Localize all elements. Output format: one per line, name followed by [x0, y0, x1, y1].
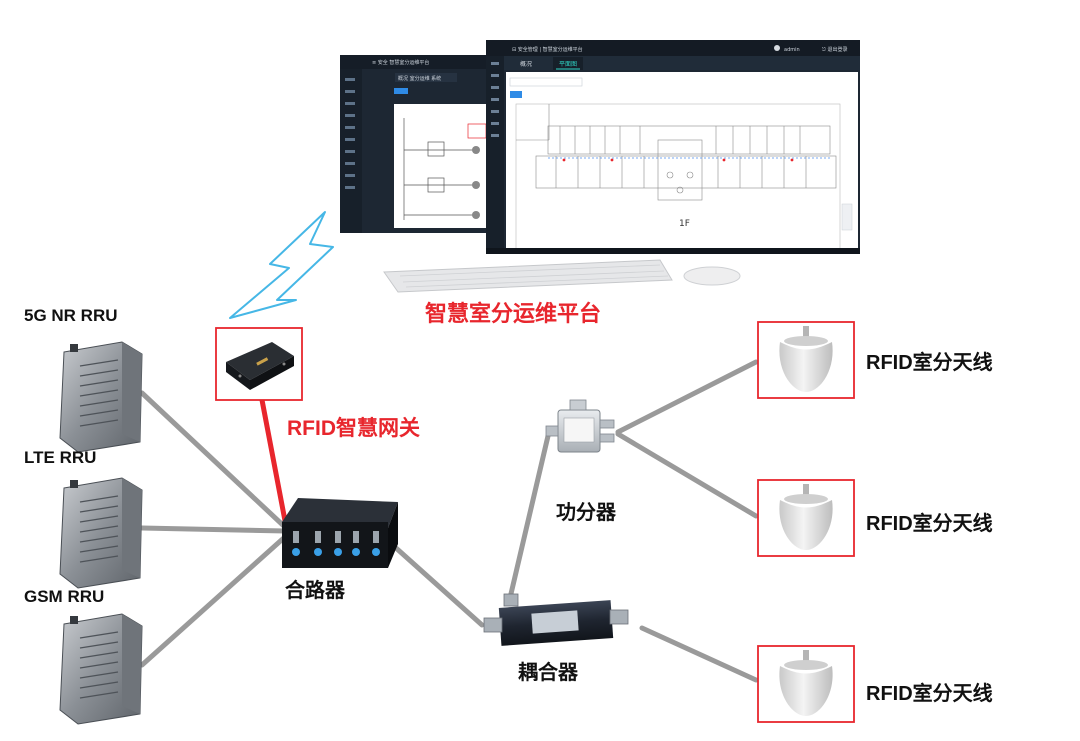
rru-gsm-label: GSM RRU — [24, 587, 105, 606]
antenna-label-2: RFID室分天线 — [866, 513, 993, 535]
antenna-label-3: RFID室分天线 — [866, 683, 993, 705]
antenna-device-2 — [757, 479, 855, 557]
link-lte-to-combiner — [139, 525, 289, 534]
link-combiner-to-coupler — [393, 545, 485, 628]
combiner-device — [282, 498, 398, 568]
tab-overview[interactable]: 概况 — [520, 60, 532, 68]
rru-gsm-device — [59, 613, 143, 725]
splitter-device — [545, 399, 615, 453]
wireless-lightning-icon — [229, 211, 334, 319]
antenna-device-3 — [757, 645, 855, 723]
platform-label: 智慧室分运维平台 — [425, 301, 602, 326]
floor-plan — [515, 103, 841, 251]
query-button[interactable] — [510, 91, 522, 98]
link-splitter-to-antenna-2 — [615, 431, 759, 519]
antenna-device-1 — [757, 321, 855, 399]
svg-text:概况 室分运维 系统: 概况 室分运维 系统 — [398, 75, 441, 82]
svg-text:⊟ 安全管理 | 智慧室分运维平台: ⊟ 安全管理 | 智慧室分运维平台 — [512, 46, 583, 53]
rru-lte-device — [59, 477, 143, 589]
antenna-label-1: RFID室分天线 — [866, 352, 993, 374]
platform-screens: ≡ 安全 智慧室分运维平台 概况 室分运维 系统 ⊟ 安全管理 — [340, 40, 860, 293]
coupler-label: 耦合器 — [518, 662, 578, 684]
floor-label: 1F — [679, 219, 690, 229]
svg-text:≡ 安全 智慧室分运维平台: ≡ 安全 智慧室分运维平台 — [372, 59, 429, 66]
tab-floorplan[interactable]: 平面图 — [559, 61, 577, 68]
coupler-device — [483, 593, 629, 646]
link-splitter-to-antenna-1 — [615, 359, 759, 435]
keyboard-icon — [383, 259, 673, 293]
connection-lines — [139, 359, 759, 683]
svg-text:⎋ 退出登录: ⎋ 退出登录 — [822, 46, 848, 53]
rru-lte-label: LTE RRU — [24, 448, 97, 467]
link-coupler-to-splitter — [507, 433, 551, 601]
link-gateway-to-combiner — [259, 397, 289, 529]
rfid-gateway-device — [215, 327, 303, 401]
mouse-icon — [683, 266, 741, 286]
gateway-label: RFID智慧网关 — [287, 417, 420, 440]
splitter-label: 功分器 — [556, 502, 616, 524]
link-gsm-to-combiner — [139, 533, 289, 668]
user-avatar — [774, 45, 780, 51]
link-5g-to-combiner — [139, 390, 289, 531]
link-coupler-to-antenna-3 — [639, 625, 759, 683]
svg-text:admin: admin — [784, 47, 800, 53]
rru-5g-device — [59, 341, 143, 453]
rru-5g-label: 5G NR RRU — [24, 306, 118, 325]
combiner-label: 合路器 — [285, 580, 345, 602]
